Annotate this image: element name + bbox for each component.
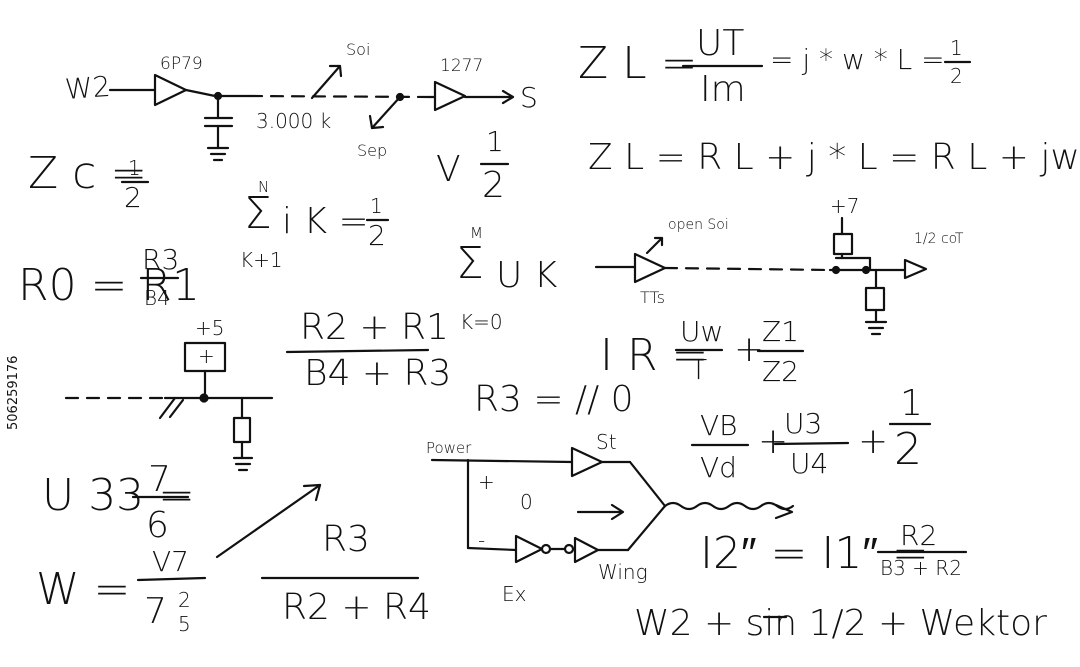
formula-zc-den: 2: [124, 181, 142, 214]
formula-ir-num2: Z1: [762, 315, 799, 348]
formula-v-num: 1: [486, 125, 504, 158]
formula-zc-lhs: Z c =: [28, 148, 148, 199]
formula-zc-num: 1: [128, 156, 141, 180]
label-plus: +: [478, 470, 495, 494]
formula-vb-plus2: +: [858, 421, 889, 462]
formula-zl-tail: = j * w * L =: [770, 43, 945, 76]
label-sep: Sep: [357, 141, 388, 160]
label-minus: -: [478, 528, 486, 552]
sum-ik-sigma: Σ: [244, 188, 272, 239]
formula-zl-tail-num: 1: [950, 36, 963, 60]
label-ex: Ex: [502, 582, 527, 606]
amp-triangle-4: [903, 258, 928, 280]
formula-vb-den: Vd: [700, 451, 737, 484]
formula-u33-lhs: U 33 =: [42, 470, 196, 521]
formula-v-lhs: V: [436, 149, 461, 190]
formula-u33-den: 6: [146, 505, 169, 546]
formula-r2r1-den: B4 + R3: [304, 353, 452, 394]
formula-ir-num: Uw: [680, 315, 724, 348]
formula-r0-num: R3: [142, 243, 180, 276]
formula-w-den-num: 2: [178, 588, 191, 612]
formula-r2r1-num: R2 + R1: [300, 307, 449, 348]
formula-vb-num: VB: [700, 409, 738, 442]
formula-v-den: 2: [482, 165, 505, 206]
formula-vb-num3: 1: [900, 383, 923, 424]
formula-r3-num: R3: [322, 519, 370, 560]
formula-r3-den: R2 + R4: [282, 587, 431, 628]
formula-r0-lhs: R0 = R1: [18, 260, 200, 311]
label-capacitance: 3.000 k: [256, 109, 332, 133]
label-input-w2: W2: [63, 69, 112, 106]
formula-wektor: W2 + sin 1/2 + Wektor: [634, 603, 1047, 644]
sum-ik-num: 1: [370, 194, 383, 218]
sum-uk-body: U K: [496, 255, 558, 296]
formula-i2-den: B3 + R2: [880, 556, 962, 580]
formula-zl-expanded: Z L = R L + j * L = R L + jw: [588, 137, 1080, 178]
formula-zl-lhs: Z L =: [578, 38, 698, 89]
formula-ir-den2: Z2: [762, 355, 799, 388]
formula-vb-plus: +: [758, 421, 789, 462]
label-output-s: S: [520, 81, 538, 114]
formula-w-den-whole: 7: [144, 591, 167, 632]
formula-w-num: V7: [152, 545, 189, 578]
formula-vb-den3: 2: [894, 424, 922, 475]
sum-uk-bottom: K=0: [460, 310, 503, 334]
formula-vb-num2: U3: [784, 407, 823, 440]
amp-triangle-1: [153, 73, 188, 107]
sum-ik-top: N: [258, 178, 270, 196]
stock-id-watermark: 506259176: [6, 355, 21, 430]
sum-uk-sigma: Σ: [456, 238, 484, 289]
sum-ik-body: i K =: [282, 201, 369, 242]
label-cot: 1/2 coT: [914, 231, 964, 247]
circuit-right: [594, 216, 928, 336]
label-power: Power: [426, 439, 472, 457]
formula-ir-den: T: [690, 353, 708, 386]
formula-ir-lhs: I R =: [600, 330, 709, 381]
label-plus-5: +5: [195, 316, 225, 340]
formula-zl-den: Im: [700, 69, 746, 110]
label-box-plus: +: [198, 344, 215, 368]
formula-ir-plus: +: [734, 329, 765, 370]
formula-zl-num: UT: [696, 23, 745, 64]
label-open-soi: open Soi: [668, 217, 729, 233]
label-amp1: 6P79: [160, 54, 203, 74]
label-zero: 0: [520, 490, 533, 514]
formula-u33-num: 7: [148, 459, 171, 500]
circuit-top: [108, 64, 515, 162]
label-plus-7: +7: [830, 194, 860, 218]
label-soi: Soi: [346, 40, 371, 59]
formula-vb-den2: U4: [790, 447, 829, 480]
arrow-diagonal: [215, 483, 322, 559]
circuit-left: [64, 341, 274, 472]
sum-uk-top: M: [470, 224, 483, 242]
fraction-bars: [120, 60, 972, 619]
amp-triangle-3: [633, 252, 667, 284]
sum-ik-bottom: K+1: [240, 248, 283, 272]
formula-w-den-den: 5: [178, 612, 191, 636]
ink-layer: [64, 60, 972, 619]
label-tts: TTs: [640, 288, 665, 307]
formula-r3-parallel: R3 = // 0: [474, 379, 634, 420]
amp-triangle-2: [433, 80, 467, 112]
label-st: St: [596, 430, 617, 454]
formula-r0-den: B4: [144, 286, 170, 310]
handwritten-board: W2 6P79 3.000 k Soi Sep 1277 S Z L = UT …: [6, 23, 1080, 642]
label-amp2: 1277: [440, 56, 484, 76]
label-wing: Wing: [598, 560, 648, 584]
formula-i2-num: R2: [900, 519, 938, 552]
formula-zl-tail-den: 2: [950, 64, 963, 88]
formula-w-lhs: W =: [36, 564, 131, 615]
formula-i2-lhs: I2″ = I1″ =: [700, 528, 929, 579]
sum-ik-den: 2: [368, 219, 386, 252]
circuit-power: [430, 446, 795, 564]
